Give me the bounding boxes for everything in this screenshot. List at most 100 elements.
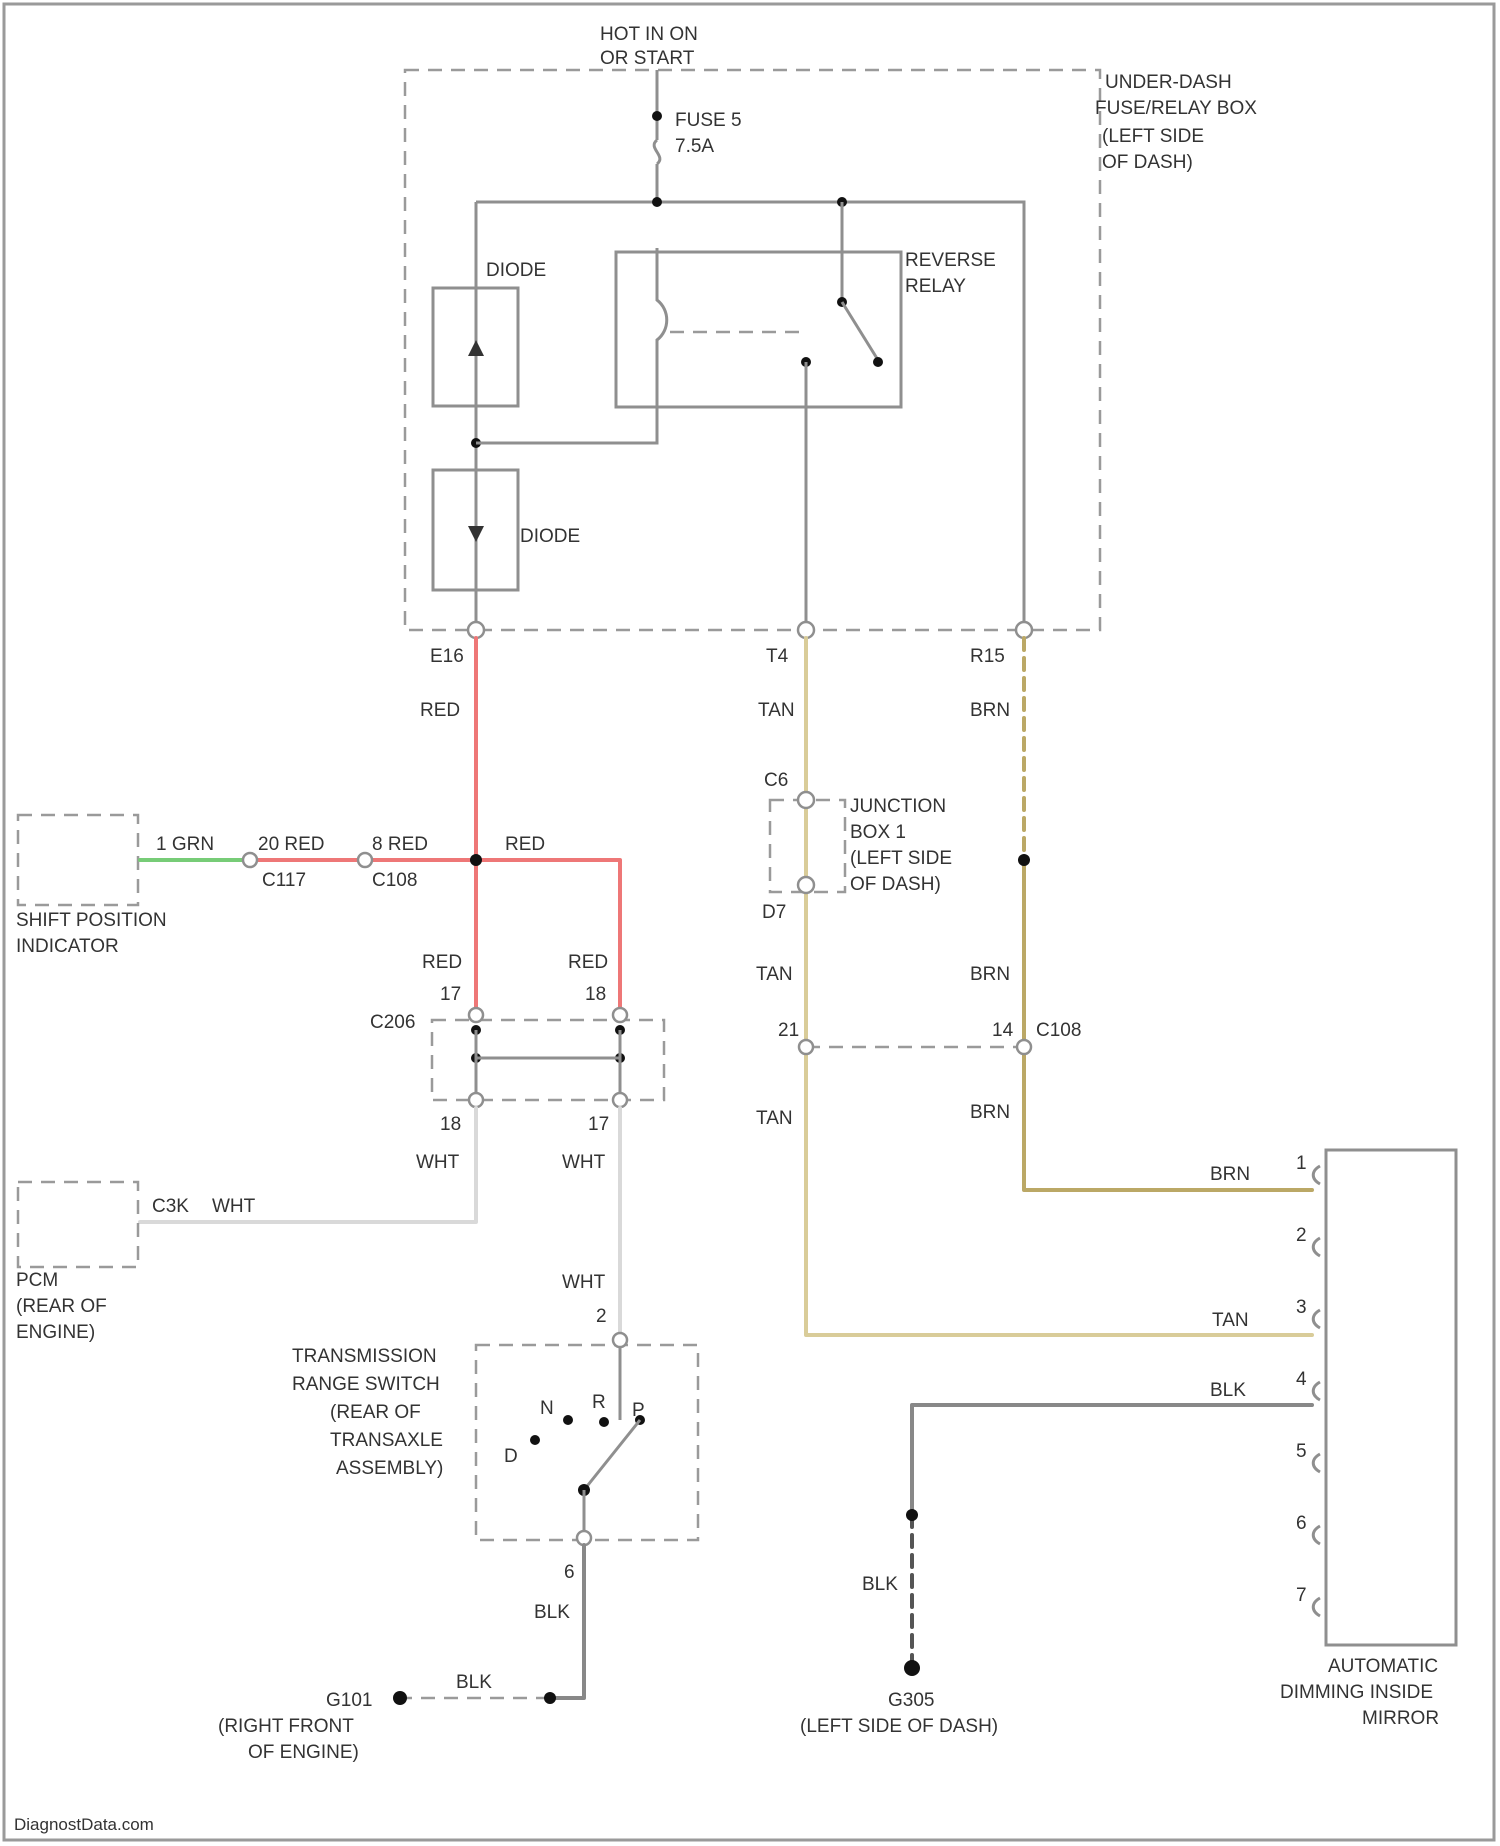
mirror-pin-7-terminal (1313, 1598, 1320, 1616)
g101-label-1: G101 (326, 1690, 372, 1711)
blk-g305-label: BLK (862, 1574, 898, 1595)
c206-outline (432, 1020, 664, 1100)
shift-pin-c108: 8 RED (372, 834, 428, 855)
trans-label-4: TRANSAXLE (330, 1430, 443, 1451)
pin-e16-terminal (468, 622, 484, 638)
shift-indicator-label-1: SHIFT POSITION (16, 910, 167, 931)
mirror-pin-5-terminal (1313, 1454, 1320, 1472)
diode-bottom-icon (468, 526, 484, 542)
g101-ground-node (393, 1691, 407, 1705)
pcm-outline (18, 1182, 138, 1267)
fuse-box-label-1: UNDER-DASH (1105, 72, 1232, 93)
bus-node-1 (652, 197, 662, 207)
diode-top-icon (468, 340, 484, 356)
jb-pin-d7: D7 (762, 902, 786, 923)
diode-top-label: DIODE (486, 260, 546, 281)
brn-mid-label: BRN (970, 964, 1010, 985)
jb-c6-terminal (798, 792, 814, 808)
tan-wire (806, 638, 1312, 1335)
underdash-fuse-box-outline (405, 70, 1100, 630)
relay-contact (873, 357, 883, 367)
mirror-pin-5-label: 5 (1296, 1441, 1307, 1462)
trans-switch-blade (584, 1420, 640, 1490)
power-label-2: OR START (600, 48, 695, 69)
pcm-label-1: PCM (16, 1270, 58, 1291)
c206-pin18-bottom: 18 (440, 1114, 461, 1135)
relay-switch-blade (842, 302, 878, 360)
c206-internal-link (476, 1030, 620, 1095)
fuse-box-label-3: (LEFT SIDE (1102, 126, 1204, 147)
trans-label-5: ASSEMBLY) (336, 1458, 443, 1479)
pin-e16-label: E16 (430, 646, 464, 667)
c108-pin21-terminal (799, 1040, 813, 1054)
conn-c108-label: C108 (372, 870, 417, 891)
red-right-label: RED (568, 952, 608, 973)
trans-pin6-label: 6 (564, 1562, 575, 1583)
jb-label-4: OF DASH) (850, 874, 941, 895)
trans-label-3: (REAR OF (330, 1402, 421, 1423)
pin-r15-label: R15 (970, 646, 1005, 667)
trans-pos-n-label: N (540, 1398, 554, 1419)
g101-splice-node (544, 1692, 556, 1704)
mirror-pin-group: 1234567 (1296, 1153, 1320, 1616)
brn-splice-node (1018, 854, 1030, 866)
mirror-label-1: AUTOMATIC (1328, 1656, 1438, 1677)
tan-mid-label: TAN (756, 964, 793, 985)
shift-indicator-outline (18, 815, 138, 905)
jb-label-3: (LEFT SIDE (850, 848, 952, 869)
g101-label-2: (RIGHT FRONT (218, 1716, 354, 1737)
tan-top-label: TAN (758, 700, 795, 721)
trans-switch-outline (476, 1345, 698, 1540)
g305-splice-node (906, 1509, 918, 1521)
fuse-box-label-4: OF DASH) (1102, 152, 1193, 173)
c206-pin17-top-terminal (469, 1008, 483, 1022)
red-top-label: RED (420, 700, 460, 721)
c206-pin18-top: 18 (585, 984, 606, 1005)
fuse-label-2: 7.5A (675, 136, 714, 157)
trans-pin2-label: 2 (596, 1306, 607, 1327)
g101-label-3: OF ENGINE) (248, 1742, 359, 1763)
shift-pin-grn: 1 GRN (156, 834, 214, 855)
pin-t4-terminal (798, 622, 814, 638)
mirror-pin-6-label: 6 (1296, 1513, 1307, 1534)
red-splice-node (470, 854, 482, 866)
mirror-outline (1326, 1150, 1456, 1645)
watermark: DiagnostData.com (14, 1815, 154, 1834)
trans-pos-r (599, 1417, 609, 1427)
shift-indicator-label-2: INDICATOR (16, 936, 119, 957)
blk-switch-label: BLK (534, 1602, 570, 1623)
g305-label-2: (LEFT SIDE OF DASH) (800, 1716, 998, 1737)
mirror-pin-1-label: 1 (1296, 1153, 1307, 1174)
pcm-pin-label: C3K (152, 1196, 189, 1217)
tan-low-label: TAN (756, 1108, 793, 1129)
relay-coil-icon (657, 248, 667, 350)
g305-ground-node (904, 1660, 920, 1676)
trans-pos-d-label: D (504, 1446, 518, 1467)
c108-pin14-terminal (1017, 1040, 1031, 1054)
pcm-label-2: (REAR OF (16, 1296, 107, 1317)
mirror-pin-6-terminal (1313, 1526, 1320, 1544)
red-left-label: RED (422, 952, 462, 973)
jb-pin-c6: C6 (764, 770, 788, 791)
pcm-label-3: ENGINE) (16, 1322, 95, 1343)
power-label-1: HOT IN ON (600, 24, 698, 45)
mirror-pin-2-terminal (1313, 1238, 1320, 1256)
wht-pcm-label: WHT (212, 1196, 256, 1217)
trans-pos-n (563, 1415, 573, 1425)
pin-t4-label: T4 (766, 646, 789, 667)
c206-pin18-bottom-terminal (469, 1093, 483, 1107)
wht-switch-label: WHT (562, 1272, 606, 1293)
trans-pos-p-label: P (632, 1400, 645, 1421)
blk-mirror-label: BLK (1210, 1380, 1246, 1401)
trans-pin6-terminal (577, 1531, 591, 1545)
mirror-pin-3-terminal (1313, 1310, 1320, 1328)
mirror-pin-4-label: 4 (1296, 1369, 1307, 1390)
c206-pin18-top-terminal (613, 1008, 627, 1022)
brn-top-label: BRN (970, 700, 1010, 721)
c206-pin17-bottom-terminal (613, 1093, 627, 1107)
c206-pin17-bottom: 17 (588, 1114, 609, 1135)
brn-mirror-label: BRN (1210, 1164, 1250, 1185)
fuse-label-1: FUSE 5 (675, 110, 742, 131)
blk-wire-mirror (912, 1405, 1312, 1515)
